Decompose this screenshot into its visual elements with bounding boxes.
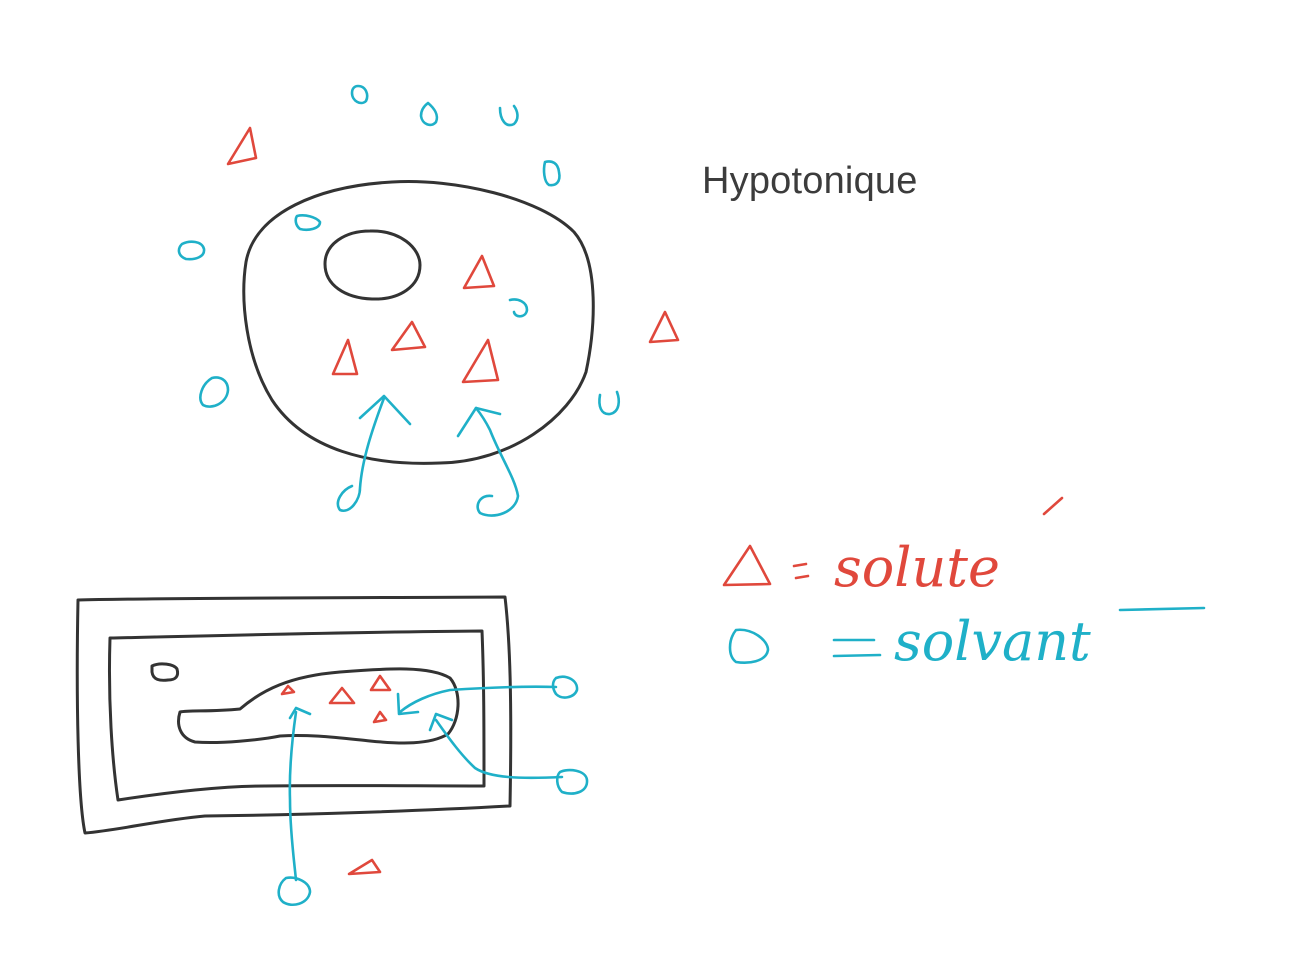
solvent-circle <box>498 104 519 127</box>
plant-cell-vacuole <box>177 667 460 745</box>
solvent-circle <box>555 768 589 795</box>
arrow-head <box>456 406 502 438</box>
legend-solute-equals <box>792 562 810 580</box>
arrow-head <box>396 692 420 716</box>
solvent-circle <box>177 240 206 261</box>
solute-triangle <box>328 686 356 705</box>
solvent-circle <box>419 101 439 127</box>
solvent-circle <box>508 298 529 318</box>
legend-solvent-equals <box>832 638 882 658</box>
legend-underline <box>1118 606 1206 612</box>
solute-triangle <box>226 126 258 166</box>
solute-triangle <box>390 320 427 352</box>
solute-triangle <box>462 254 496 290</box>
solvent-circle <box>294 214 322 232</box>
solute-triangle <box>331 338 359 376</box>
arrow-head <box>428 712 454 732</box>
solute-triangle <box>648 310 680 344</box>
solvent-entry-arrow <box>434 718 564 780</box>
solvent-circle <box>199 376 230 408</box>
legend-solvent-label: solvant <box>894 610 1091 673</box>
plant-cell-wall <box>75 595 513 835</box>
solvent-circle <box>350 84 369 105</box>
solute-triangle <box>347 858 382 876</box>
solvent-circle <box>542 160 561 187</box>
arrow-head <box>358 394 412 426</box>
solvent-circle <box>277 876 312 906</box>
solute-triangle <box>372 710 388 724</box>
arrow-head <box>288 706 312 720</box>
plant-cell-nucleus <box>150 662 180 682</box>
solvent-entry-arrow <box>288 710 298 882</box>
plant-cell-membrane <box>107 629 486 802</box>
legend-solute-icon <box>722 544 772 587</box>
solvent-circle <box>598 390 621 416</box>
legend-solvent-icon <box>728 628 770 664</box>
animal-cell-nucleus <box>323 229 422 301</box>
solute-triangle <box>280 684 296 696</box>
legend-accent-mark <box>1042 496 1064 516</box>
solvent-circle <box>551 675 579 699</box>
solvent-entry-arrow <box>398 685 558 714</box>
solvent-entry-arrow <box>474 406 520 517</box>
legend-solute-label: solute <box>834 536 1000 599</box>
solute-triangle <box>461 338 500 384</box>
solute-triangle <box>369 674 392 692</box>
animal-cell-membrane <box>242 180 595 465</box>
solvent-entry-arrow <box>336 396 386 512</box>
diagram-title: Hypotonique <box>702 160 918 202</box>
